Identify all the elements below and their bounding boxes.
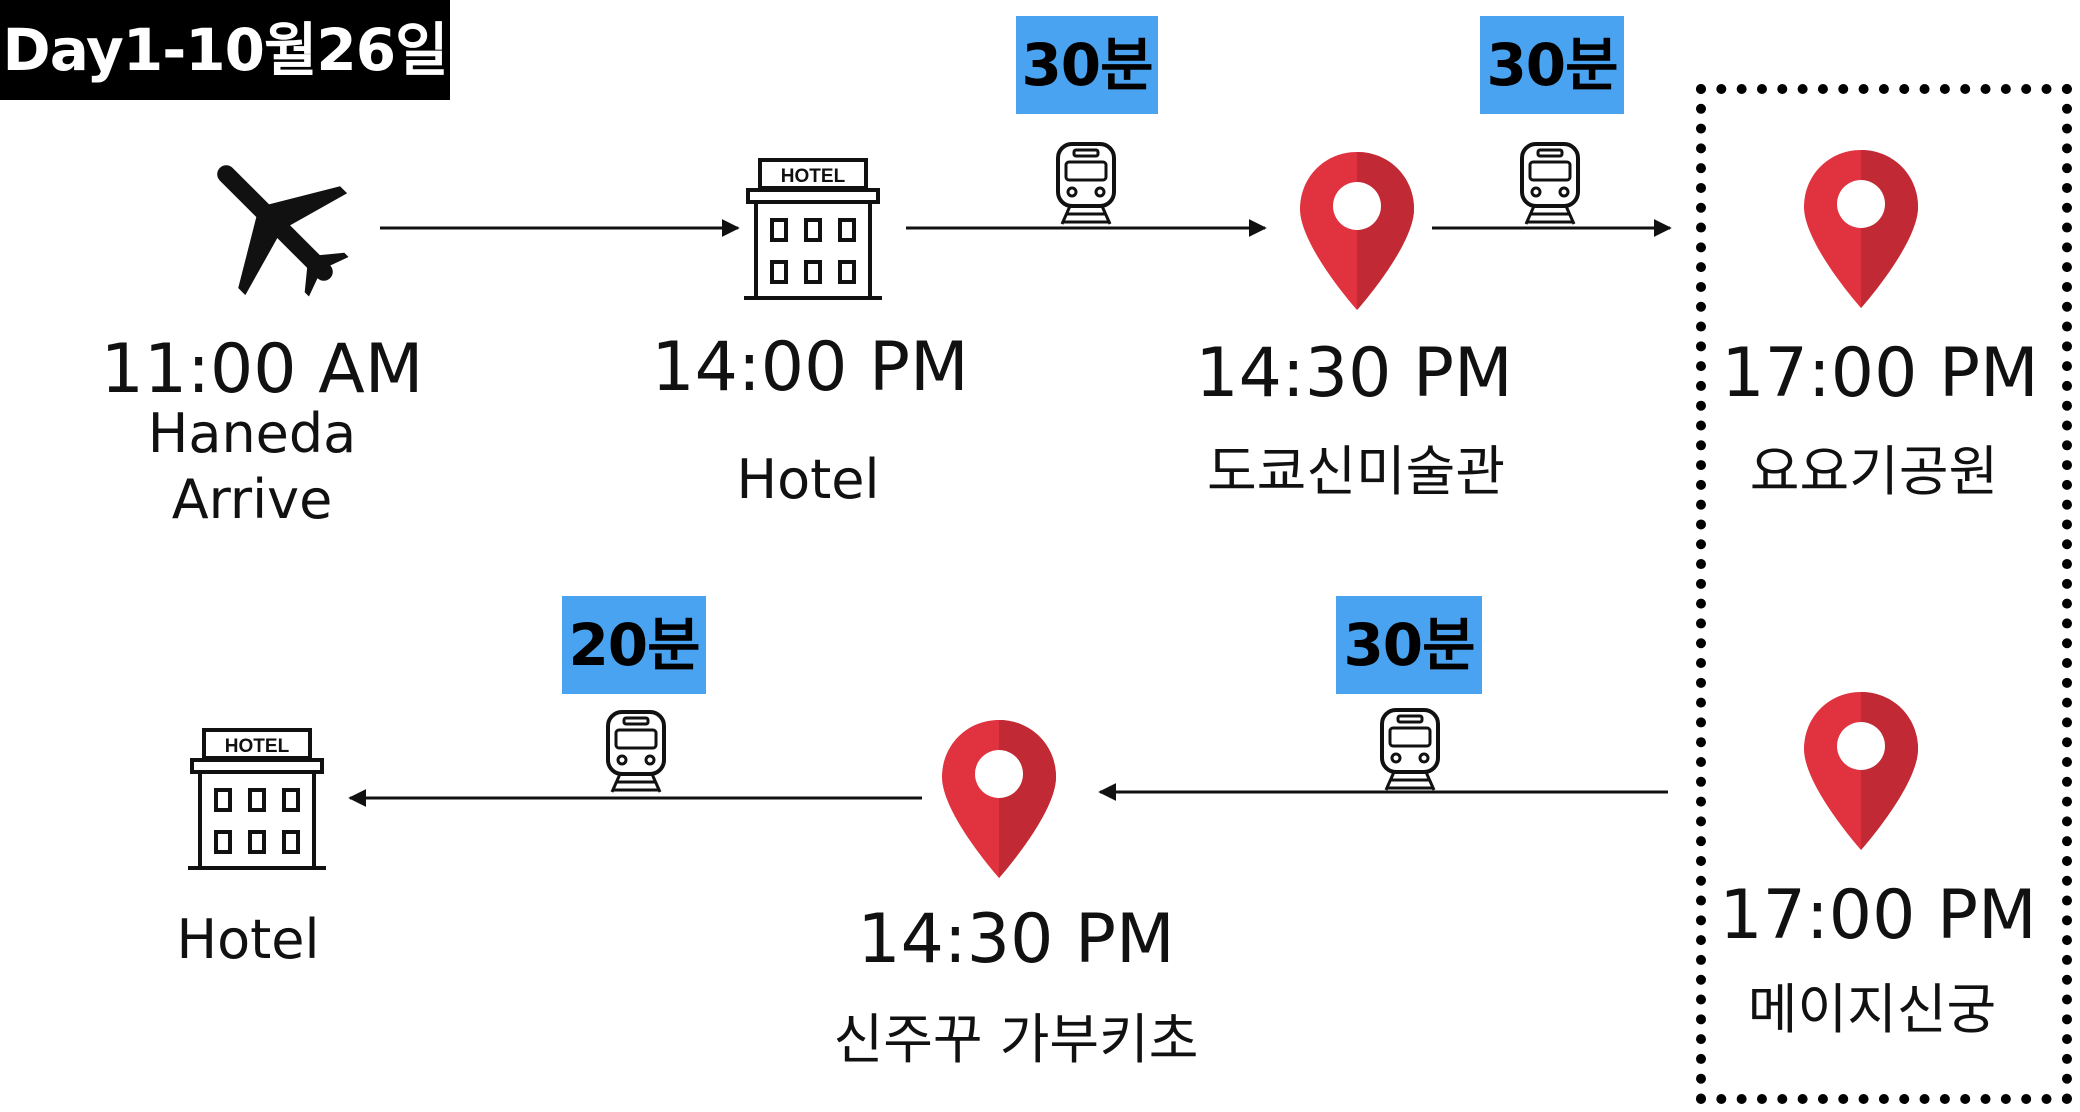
duration-badge-museum-yoyogi: 30분 [1480,16,1624,114]
duration-badge-shinjuku-hotel: 20분 [562,596,706,694]
hotel-return-place: Hotel [176,908,320,971]
train-icon [1380,708,1440,791]
museum-time: 14:30 PM [1195,334,1513,413]
museum-place: 도쿄신미술관 [1206,440,1506,503]
train-icon [1056,142,1116,225]
duration-badge-hotel-museum: 30분 [1016,16,1158,114]
map-pin-icon [942,720,1056,878]
airplane-icon [217,165,349,297]
day-title-label: Day1-10월26일 [0,0,450,100]
train-icon [606,710,666,793]
hotel-checkin-place: Hotel [736,448,880,511]
hotel-checkin-time: 14:00 PM [651,328,969,407]
shinjuku-time: 14:30 PM [857,900,1175,979]
map-pin-icon [1804,150,1918,308]
park-shrine-group-box [1696,84,2072,1104]
duration-badge-meiji-shinjuku: 30분 [1336,596,1482,694]
map-pin-icon [1804,692,1918,850]
train-icon [1520,142,1580,225]
arrival-place-line1: Haneda [147,402,357,465]
yoyogi-time: 17:00 PM [1721,334,2039,413]
yoyogi-place: 요요기공원 [1749,440,1999,503]
hotel-icon: HOTEL [188,728,326,870]
hotel-icon: HOTEL [744,158,882,300]
arrival-place-line2: Arrive [171,468,333,531]
shinjuku-place: 신주꾸 가부키초 [833,1008,1199,1071]
hotel-sign: HOTEL [225,736,290,757]
meiji-time: 17:00 PM [1719,876,2037,955]
meiji-place: 메이지신궁 [1747,978,1997,1041]
hotel-sign: HOTEL [781,166,846,187]
map-pin-icon [1300,152,1414,310]
arrival-time: 11:00 AM [100,330,424,409]
